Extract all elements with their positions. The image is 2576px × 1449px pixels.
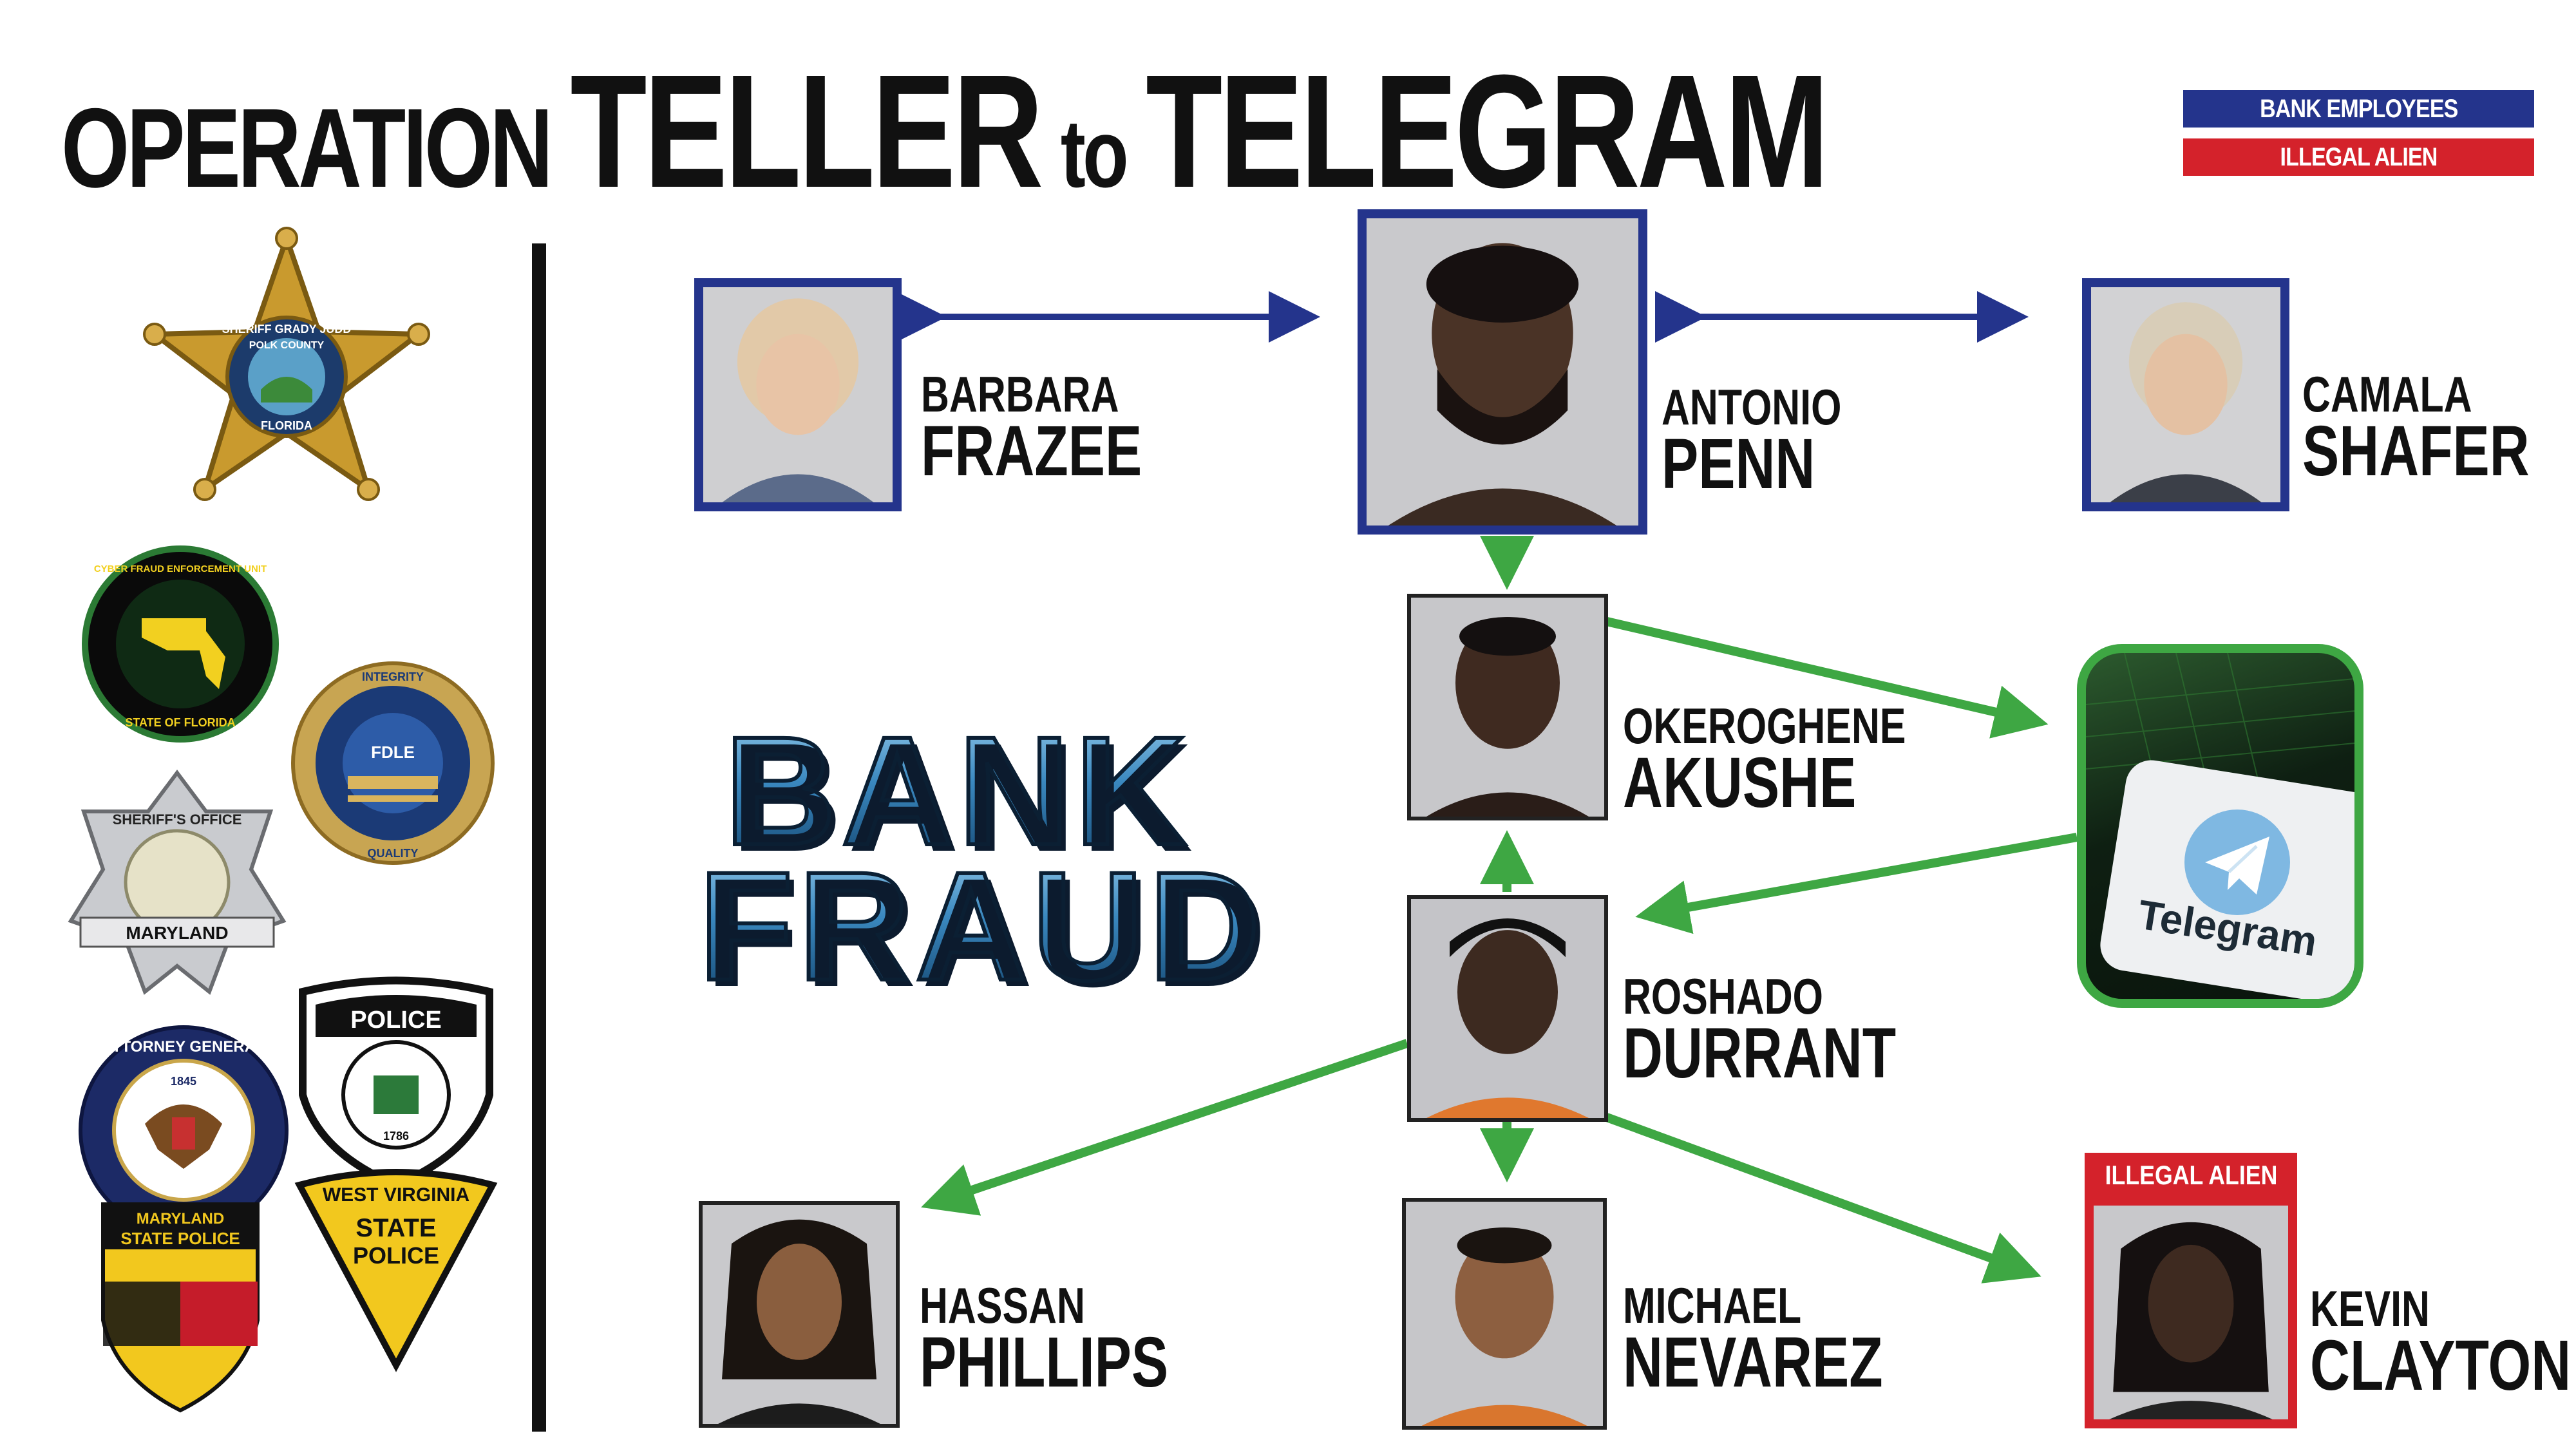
svg-text:1786: 1786 (383, 1130, 409, 1142)
portrait-roshado-durrant (1407, 895, 1608, 1122)
svg-text:ATTORNEY GENERAL: ATTORNEY GENERAL (102, 1038, 265, 1056)
title-teller: TELLER (570, 41, 1043, 221)
star-text-1: SHERIFF GRADY JUDD (222, 323, 352, 336)
florissant-police-patch-icon: POLICE 1786 (299, 976, 493, 1189)
portrait-barbara-frazee (694, 278, 902, 511)
svg-text:CYBER FRAUD ENFORCEMENT UNIT: CYBER FRAUD ENFORCEMENT UNIT (94, 564, 267, 574)
portrait-michael-nevarez (1402, 1198, 1607, 1430)
portrait-camala-shafer (2082, 278, 2289, 511)
svg-text:POLICE: POLICE (350, 1007, 441, 1034)
name-michael-nevarez: MICHAEL NEVAREZ (1623, 1277, 1883, 1403)
name-camala-shafer: CAMALA SHAFER (2302, 366, 2530, 491)
name-kevin-clayton: KEVIN CLAYTON (2310, 1280, 2571, 1406)
bank-word: BANK (723, 702, 1191, 880)
legend-bank-employees: BANK EMPLOYEES (2183, 90, 2534, 128)
title-telegram: TELEGRAM (1146, 41, 1829, 221)
person-photo-icon (1367, 218, 1638, 526)
fdle-seal-icon: INTEGRITY FDLE QUALITY (291, 661, 495, 865)
cyber-fraud-enforcement-unit-seal-icon: CYBER FRAUD ENFORCEMENT UNIT STATE OF FL… (82, 545, 279, 743)
portrait-kevin-clayton (2085, 1197, 2297, 1428)
person-photo-icon (2094, 1206, 2288, 1419)
title-operation: OPERATION (61, 86, 553, 211)
illegal-alien-tag: ILLEGAL ALIEN (2085, 1153, 2297, 1198)
star-text-2: POLK COUNTY (249, 340, 325, 351)
page-title: OPERATION TELLER to TELEGRAM (61, 39, 1846, 221)
person-photo-icon (703, 1205, 896, 1424)
svg-text:STATE OF FLORIDA: STATE OF FLORIDA (125, 716, 235, 729)
svg-text:INTEGRITY: INTEGRITY (362, 670, 424, 683)
svg-text:QUALITY: QUALITY (368, 847, 419, 860)
arrow-durrant-phillips (921, 1039, 1409, 1216)
svg-text:1845: 1845 (171, 1075, 196, 1088)
name-okeroghene-akushe: OKEROGHENE AKUSHE (1623, 697, 1906, 823)
svg-text:STATE: STATE (355, 1214, 436, 1242)
allegany-county-sheriff-badge-icon: SHERIFF'S OFFICE MARYLAND (68, 770, 287, 995)
west-virginia-state-police-patch-icon: WEST VIRGINIA STATE POLICE (294, 1169, 498, 1372)
person-photo-icon (1411, 598, 1604, 817)
svg-text:POLICE: POLICE (353, 1242, 439, 1269)
name-roshado-durrant: ROSHADO DURRANT (1623, 968, 1897, 1094)
attorney-general-seal-icon: ATTORNEY GENERAL 1845 (79, 1025, 289, 1235)
portrait-okeroghene-akushe (1407, 594, 1608, 820)
svg-text:FDLE: FDLE (371, 743, 415, 762)
person-photo-icon (1411, 899, 1604, 1118)
fraud-word: FRAUD (697, 837, 1265, 1015)
telegram-card: Telegram (2077, 644, 2363, 1008)
agency-badges: SHERIFF GRADY JUDD POLK COUNTY FLORIDA C… (68, 227, 498, 1413)
legend-illegal-alien: ILLEGAL ALIEN (2183, 138, 2534, 176)
svg-text:SHERIFF'S OFFICE: SHERIFF'S OFFICE (113, 811, 242, 828)
arrow-akushe-telegram (1605, 617, 2049, 739)
arrow-durrant-clayton (1605, 1113, 2041, 1283)
person-photo-icon (703, 287, 893, 502)
svg-text:STATE POLICE: STATE POLICE (120, 1229, 240, 1248)
polk-county-sheriff-star-icon: SHERIFF GRADY JUDD POLK COUNTY FLORIDA (143, 227, 430, 501)
portrait-hassan-phillips (699, 1201, 900, 1428)
star-text-3: FLORIDA (261, 419, 312, 432)
name-barbara-frazee: BARBARA FRAZEE (921, 366, 1142, 491)
title-to: to (1060, 99, 1129, 207)
person-photo-icon (2091, 287, 2280, 502)
name-hassan-phillips: HASSAN PHILLIPS (920, 1277, 1169, 1403)
maryland-state-police-shield-icon: MARYLAND STATE POLICE (101, 1202, 260, 1413)
portrait-antonio-penn (1358, 209, 1647, 535)
vertical-divider (532, 243, 546, 1432)
svg-text:WEST VIRGINIA: WEST VIRGINIA (323, 1184, 469, 1206)
svg-text:MARYLAND: MARYLAND (137, 1210, 224, 1227)
arrow-telegram-durrant (1635, 833, 2078, 934)
telegram-app-icon (2086, 653, 2354, 999)
person-photo-icon (1406, 1202, 1603, 1426)
name-antonio-penn: ANTONIO PENN (1662, 379, 1842, 504)
svg-text:MARYLAND: MARYLAND (126, 923, 228, 943)
